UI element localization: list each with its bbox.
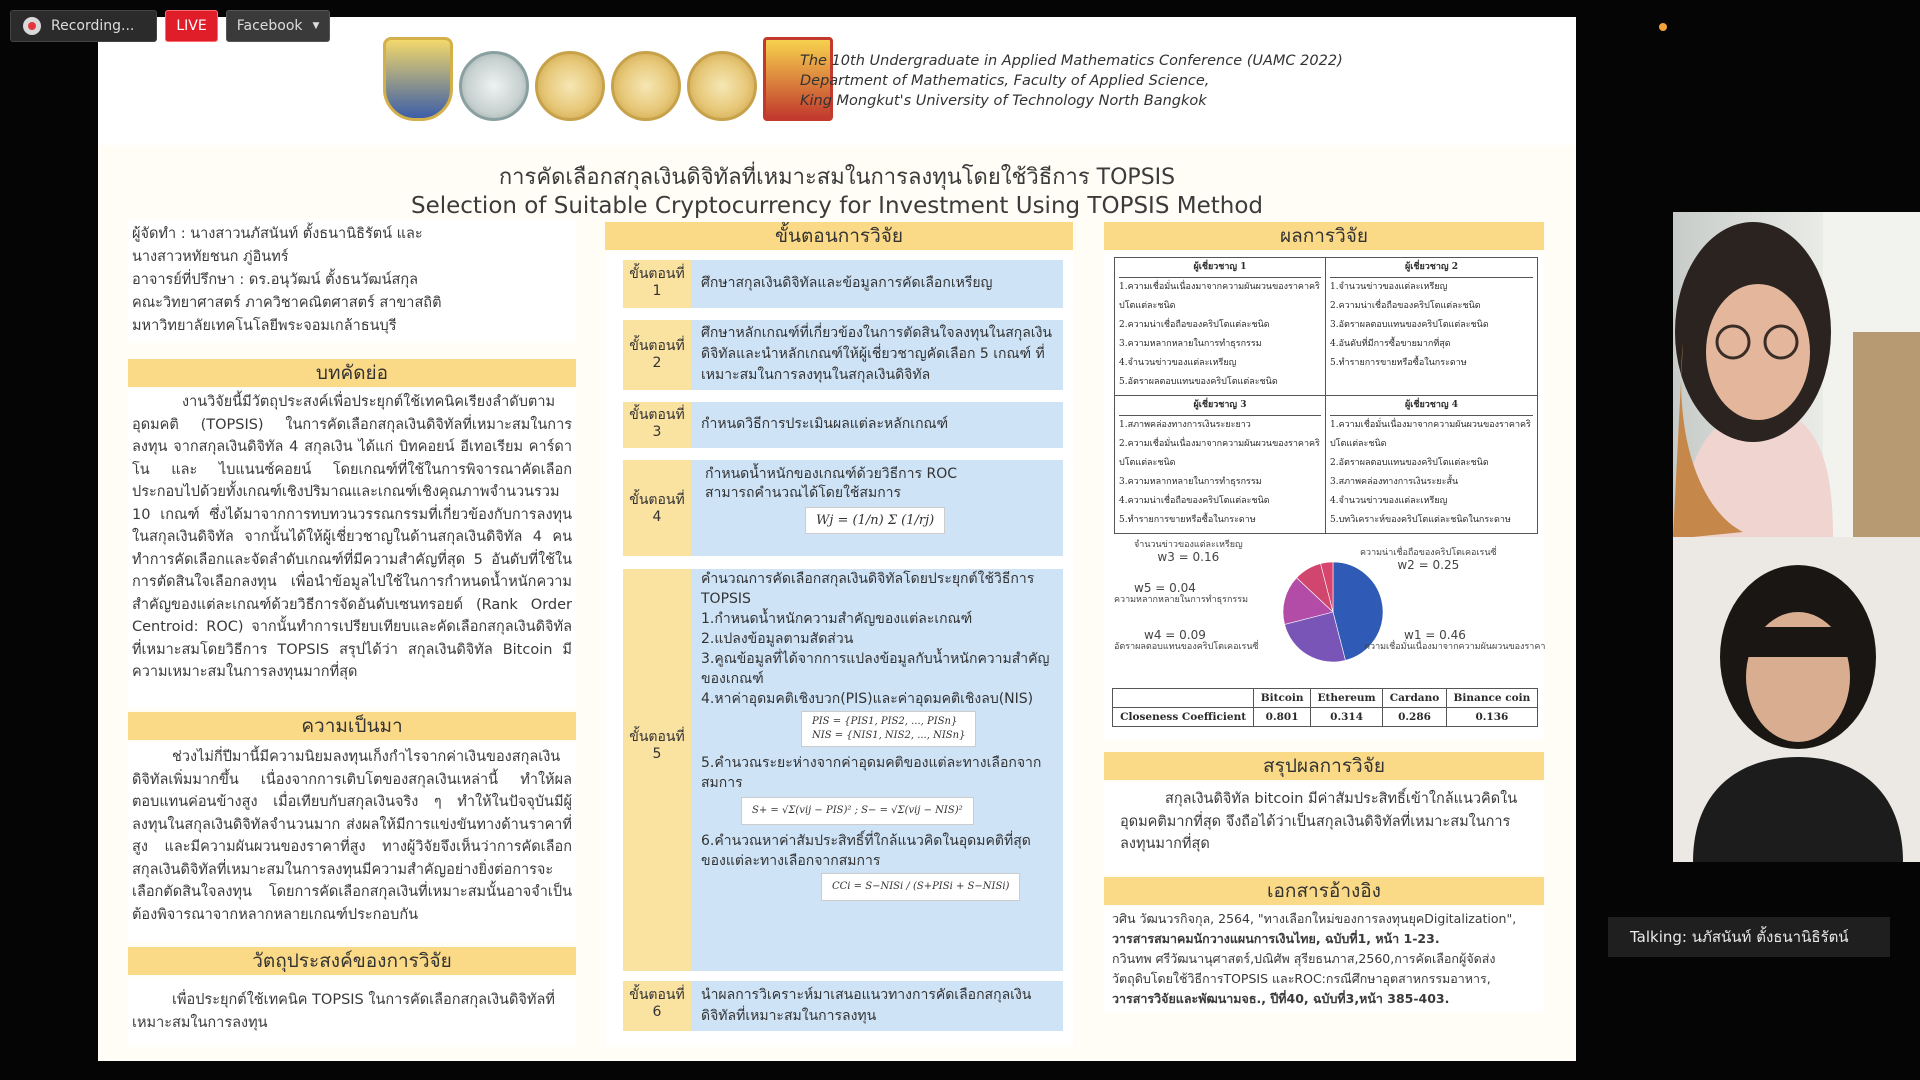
- conclusion-panel: สกุลเงินดิจิทัล bitcoin มีค่าสัมประสิทธิ…: [1104, 782, 1544, 874]
- topsis-substep: 3.คูณข้อมูลที่ได้จากการแปลงข้อมูลกับน้ำห…: [701, 651, 1050, 687]
- participant-avatar-icon: [1673, 212, 1920, 537]
- talking-indicator: Talking: นภัสนันท์ ตั้งธนานิธิรัตน์: [1608, 917, 1890, 957]
- results-heading: ผลการวิจัย: [1104, 222, 1544, 250]
- pis-nis-equation: PIS = {PIS1, PIS2, ..., PISn} NIS = {NIS…: [801, 711, 977, 747]
- pie-label: จำนวนข่าวของแต่ละเหรียญ w3 = 0.16: [1134, 540, 1243, 564]
- platform-dropdown[interactable]: Facebook ▼: [225, 10, 331, 42]
- step-6-label: ขั้นตอนที่6: [623, 981, 691, 1031]
- step-1-text: ศึกษาสกุลเงินดิจิทัลและข้อมูลการคัดเลือก…: [691, 260, 1063, 308]
- pie-label: w1 = 0.46 ความเชื่อมั่นเนื่องมาจากความผั…: [1364, 628, 1546, 652]
- authors-panel: ผู้จัดทำ : นางสาวนภัสนันท์ ตั้งธนานิธิรั…: [128, 219, 576, 343]
- step-5-body: คำนวณการคัดเลือกสกุลเงินดิจิทัลโดยประยุก…: [691, 569, 1063, 971]
- shared-poster: The 10th Undergraduate in Applied Mathem…: [98, 17, 1576, 1061]
- pie-slice-w1: [1332, 561, 1384, 661]
- pie-label: w4 = 0.09 อัตราผลตอบแทนของคริปโตเคอเรนซี…: [1114, 628, 1259, 652]
- cloud-record-icon: [23, 17, 41, 35]
- background-panel: ช่วงไม่กี่ปีมานี้มีความนิยมลงทุนเก็งกำไร…: [128, 742, 576, 942]
- expert-table: ผู้เชี่ยวชาญ 1 1.ความเชื่อมั่นเนื่องมาจา…: [1114, 257, 1538, 534]
- platform-label: Facebook: [236, 18, 303, 34]
- expert-cell: ผู้เชี่ยวชาญ 1 1.ความเชื่อมั่นเนื่องมาจา…: [1115, 258, 1326, 396]
- participant-video-1[interactable]: [1673, 212, 1920, 537]
- pie-label: w5 = 0.04 ความหลากหลายในการทำธุรกรรม: [1114, 581, 1249, 605]
- table-row: Bitcoin Ethereum Cardano Binance coin: [1111, 688, 1539, 708]
- step-4-text: กำหนดน้ำหนักของเกณฑ์ด้วยวิธีการ ROC สามา…: [705, 466, 958, 501]
- pie-slice-w2: [1284, 611, 1346, 663]
- conference-info: The 10th Undergraduate in Applied Mathem…: [800, 53, 1343, 109]
- abstract-panel: งานวิจัยนี้มีวัตถุประสงค์เพื่อประยุกต์ใช…: [128, 389, 576, 707]
- objective-text: เพื่อประยุกต์ใช้เทคนิค TOPSIS ในการคัดเล…: [132, 992, 555, 1031]
- distance-equation: S+ = √Σ(vij − PIS)² ; S− = √Σ(vij − NIS)…: [741, 797, 974, 825]
- conclusion-text: สกุลเงินดิจิทัล bitcoin มีค่าสัมประสิทธิ…: [1120, 791, 1518, 852]
- step-3-text: กำหนดวิธีการประเมินผลแต่ละหลักเกณฑ์: [691, 402, 1063, 448]
- caret-down-icon: ▼: [312, 21, 320, 31]
- recording-button[interactable]: Recording...: [10, 10, 158, 42]
- table-row: Closeness Coefficient 0.801 0.314 0.286 …: [1111, 707, 1539, 727]
- logo-seal-icon: [611, 51, 681, 121]
- expert-cell: ผู้เชี่ยวชาญ 3 1.สภาพคล่องทางการเงินระยะ…: [1115, 395, 1326, 533]
- reference-line: วัตถุดิบโดยใช้วิธีการTOPSIS และROC:กรณีศ…: [1112, 971, 1491, 986]
- logo-seal-icon: [459, 51, 529, 121]
- step-6-text: นำผลการวิเคราะห์มาเสนอแนวทางการคัดเลือกส…: [691, 981, 1063, 1031]
- reference-line: วารสารสมาคมนักวางแผนการเงินไทย, ฉบับที่1…: [1112, 931, 1440, 946]
- logo-seal-icon: [535, 51, 605, 121]
- roc-equation: Wj = (1/n) Σ (1/rj): [805, 507, 946, 534]
- topsis-substep: 4.หาค่าอุดมคติเชิงบวก(PIS)และค่าอุดมคติเ…: [701, 691, 1034, 707]
- topsis-substep: 2.แปลงข้อมูลตามสัดส่วน: [701, 631, 854, 647]
- objective-panel: เพื่อประยุกต์ใช้เทคนิค TOPSIS ในการคัดเล…: [128, 977, 576, 1047]
- reference-line: วศิน วัฒนวรกิจกุล, 2564, "ทางเลือกใหม่ขอ…: [1112, 911, 1517, 926]
- weight-pie-chart: [1282, 561, 1384, 663]
- live-badge[interactable]: LIVE: [165, 10, 218, 42]
- step-5-label: ขั้นตอนที่5: [623, 569, 691, 971]
- expert-cell: ผู้เชี่ยวชาญ 2 1.จำนวนข่าวของแต่ละเหรียญ…: [1326, 258, 1537, 396]
- pie-slice-w3: [1282, 577, 1334, 625]
- step-2-label: ขั้นตอนที่2: [623, 320, 691, 390]
- background-heading: ความเป็นมา: [128, 712, 576, 740]
- abstract-heading: บทคัดย่อ: [128, 359, 576, 387]
- stream-toolbar: Recording... LIVE Facebook ▼: [10, 10, 331, 42]
- closeness-equation: CCi = S−NISi / (S+PISi + S−NISi): [821, 873, 1021, 901]
- poster-title-th: การคัดเลือกสกุลเงินดิจิทัลที่เหมาะสมในกา…: [498, 165, 1176, 190]
- step-4-body: กำหนดน้ำหนักของเกณฑ์ด้วยวิธีการ ROC สามา…: [691, 460, 1063, 556]
- poster-title-en: Selection of Suitable Cryptocurrency for…: [410, 193, 1264, 219]
- abstract-text: งานวิจัยนี้มีวัตถุประสงค์เพื่อประยุกต์ใช…: [132, 394, 572, 680]
- participant-avatar-icon: [1673, 537, 1920, 862]
- logo-seal-icon: [687, 51, 757, 121]
- step-5-text: คำนวณการคัดเลือกสกุลเงินดิจิทัลโดยประยุก…: [701, 571, 1035, 607]
- background-text: ช่วงไม่กี่ปีมานี้มีความนิยมลงทุนเก็งกำไร…: [132, 749, 572, 923]
- topsis-substep: 1.กำหนดน้ำหนักความสำคัญของแต่ละเกณฑ์: [701, 611, 973, 627]
- poster-header: The 10th Undergraduate in Applied Mathem…: [98, 17, 1576, 145]
- expert-cell: ผู้เชี่ยวชาญ 4 1.ความเชื่อมั่นเนื่องมาจา…: [1326, 396, 1537, 534]
- step-3-label: ขั้นตอนที่3: [623, 402, 691, 448]
- step-2-text: ศึกษาหลักเกณฑ์ที่เกี่ยวข้องในการตัดสินใจ…: [691, 320, 1063, 390]
- pie-label: ความน่าเชื่อถือของคริปโตเคอเรนซี่ w2 = 0…: [1360, 548, 1497, 572]
- reference-line: กวินทพ ศรีวัฒนานุศาสตร์,ปณิศัพ สุรียธนภา…: [1112, 951, 1496, 966]
- step-1-label: ขั้นตอนที่1: [623, 260, 691, 308]
- logo-emblem-icon: [763, 37, 833, 121]
- topsis-substep: 6.คำนวณหาค่าสัมประสิทธิ์ที่ใกล้แนวคิดในอ…: [701, 833, 1031, 869]
- recording-label: Recording...: [51, 18, 135, 34]
- references-panel: วศิน วัฒนวรกิจกุล, 2564, "ทางเลือกใหม่ขอ…: [1104, 907, 1544, 1012]
- objective-heading: วัตถุประสงค์ของการวิจัย: [128, 947, 576, 975]
- closeness-table: Bitcoin Ethereum Cardano Binance coin Cl…: [1111, 688, 1539, 727]
- logo-emblem-icon: [383, 37, 453, 121]
- reference-line: วารสารวิจัยและพัฒนามจธ., ปีที่40, ฉบับที…: [1112, 991, 1450, 1006]
- university-logos: [383, 37, 833, 121]
- status-dot: [1659, 23, 1667, 31]
- conclusion-heading: สรุปผลการวิจัย: [1104, 752, 1544, 780]
- step-4-label: ขั้นตอนที่4: [623, 460, 691, 556]
- references-heading: เอกสารอ้างอิง: [1104, 877, 1544, 905]
- participant-video-2[interactable]: [1673, 537, 1920, 862]
- topsis-substep: 5.คำนวณระยะห่างจากค่าอุดมคติของแต่ละทางเ…: [701, 755, 1042, 791]
- pie-slice-w5: [1320, 561, 1334, 613]
- method-heading: ขั้นตอนการวิจัย: [605, 222, 1073, 250]
